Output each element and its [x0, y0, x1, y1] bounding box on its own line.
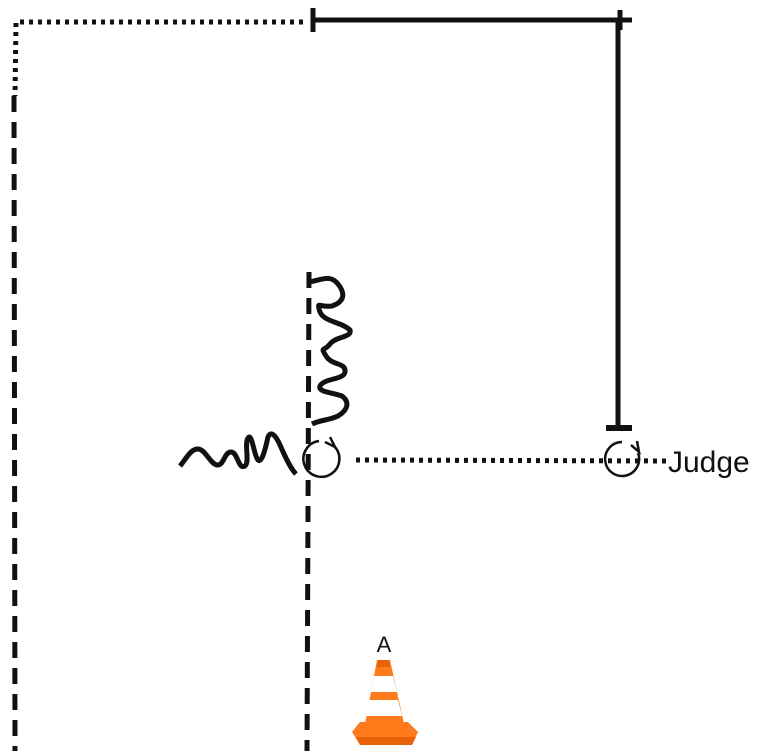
dashed-line-center — [304, 271, 312, 751]
traffic-cone-icon — [352, 660, 418, 745]
circular-arrow-icon — [302, 436, 341, 479]
circular-arrow-icon — [603, 440, 641, 478]
squiggle-path-horizontal — [178, 431, 298, 476]
dotted-line-horizontal — [355, 457, 669, 464]
dashed-line-left — [11, 95, 18, 751]
dotted-path-top-left — [12, 19, 303, 97]
cone-label: A — [377, 632, 392, 657]
squiggle-path-vertical — [308, 275, 353, 427]
judge-label: Judge — [668, 446, 750, 479]
